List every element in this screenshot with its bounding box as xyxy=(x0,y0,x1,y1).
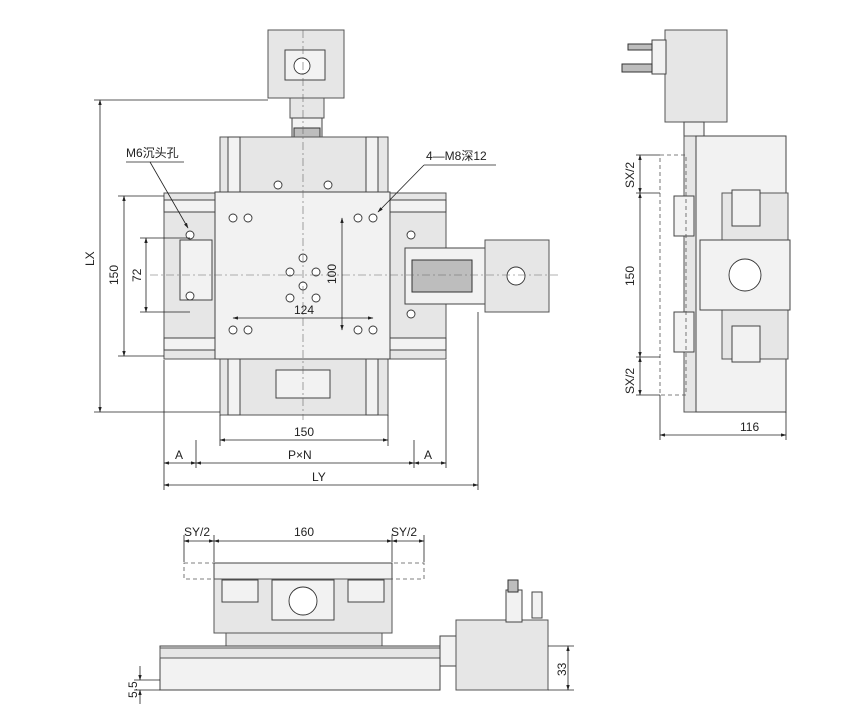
front-view: SY/2 160 SY/2 5.5 33 xyxy=(126,525,574,704)
dim-100: 100 xyxy=(325,264,339,284)
dim-a-right: A xyxy=(424,448,432,462)
front-motor xyxy=(455,619,549,691)
top-view: 124 100 72 150 LX M6沉头孔 4—M8深12 150 xyxy=(83,29,560,490)
dim-150-left: 150 xyxy=(107,265,121,285)
dim-sy2-left: SY/2 xyxy=(184,525,210,539)
dim-sx2-bottom: SX/2 xyxy=(623,368,637,394)
dim-124: 124 xyxy=(294,303,314,317)
label-m8-tapped: 4—M8深12 xyxy=(426,149,487,163)
label-m6-countersink: M6沉头孔 xyxy=(126,146,179,160)
dim-116: 116 xyxy=(740,420,759,434)
dim-33: 33 xyxy=(555,662,569,676)
dim-sy2-right: SY/2 xyxy=(391,525,417,539)
top-table xyxy=(214,191,391,360)
right-motor xyxy=(404,239,550,313)
dim-150-side: 150 xyxy=(623,266,637,286)
dim-lx: LX xyxy=(83,251,97,266)
dim-150-bottom: 150 xyxy=(294,425,314,439)
dim-5-5: 5.5 xyxy=(126,681,140,698)
dim-ly: LY xyxy=(312,470,326,484)
dim-pxn: P×N xyxy=(288,448,312,462)
dim-sx2-top: SX/2 xyxy=(623,162,637,188)
side-view: SX/2 150 SX/2 116 xyxy=(621,29,791,440)
dim-72: 72 xyxy=(130,268,144,282)
dim-160: 160 xyxy=(294,525,314,539)
dim-a-left: A xyxy=(175,448,183,462)
side-motor xyxy=(621,29,728,137)
